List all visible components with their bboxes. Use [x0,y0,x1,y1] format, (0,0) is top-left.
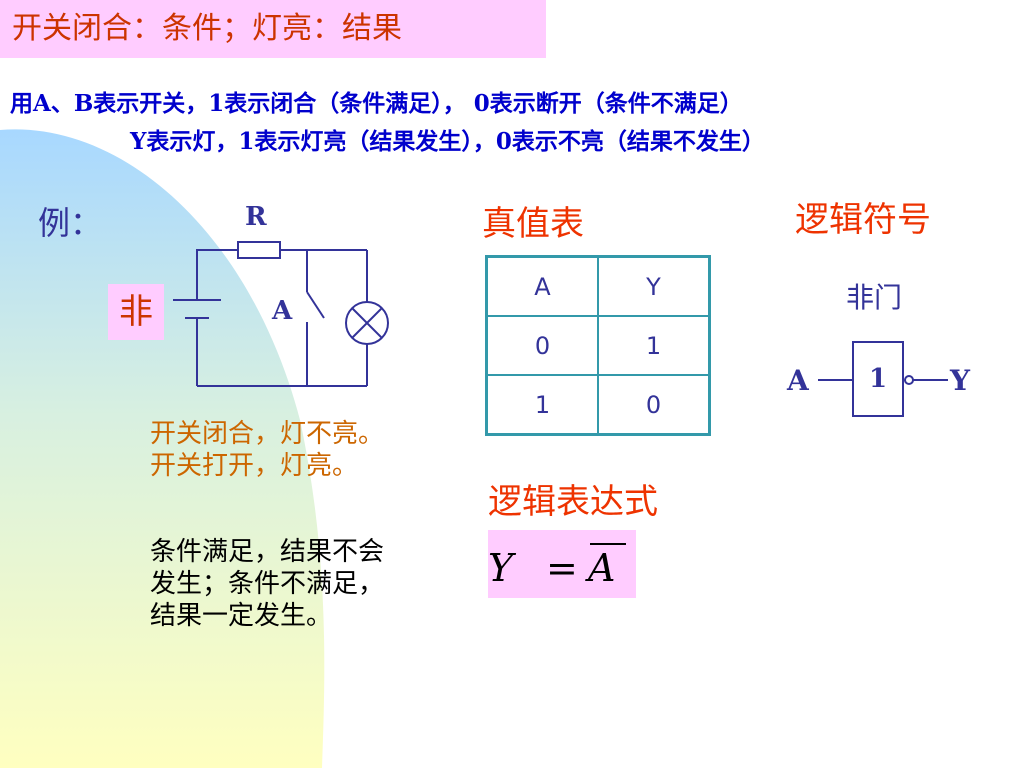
table-cell: 1 [485,374,599,436]
truth-table-header-row: A Y [485,255,711,317]
gate-inversion-bubble [904,375,914,385]
expression-equals: = [546,546,578,590]
intro-line-2: Y表示灯，1表示灯亮（结果发生），0表示不亮（结果不发生） [130,128,765,155]
switch-label: A [272,296,293,326]
resistor-symbol [237,241,281,259]
truth-table-header-y: Y [597,255,711,317]
gate-input-label: A [787,364,809,397]
switch-blade [306,291,325,319]
truth-table: A Y 0 1 1 0 [485,255,711,436]
not-badge: 非 [108,284,164,340]
description-part-1: 开关闭合，灯不亮。开关打开，灯亮。 [150,419,385,481]
expression-overbar [590,543,626,545]
expression-lhs: Y [488,546,514,590]
table-row: 0 1 [485,315,711,376]
description-part-2: 条件满足，结果不会发生；条件不满足，结果一定发生。 [150,537,385,631]
gate-name: 非门 [846,281,903,314]
circuit-wire-top-left [196,249,238,300]
expression-rhs: A [588,546,616,590]
expression-box [488,530,636,598]
page-title: 开关闭合：条件；灯亮：结果 [0,0,546,58]
table-row: 1 0 [485,374,711,436]
resistor-label: R [245,202,267,232]
lamp-cross-2 [351,307,383,339]
table-cell: 0 [485,315,599,376]
gate-output-label: Y [950,364,970,397]
logic-symbol-title: 逻辑符号 [795,200,931,240]
table-cell: 1 [597,315,711,376]
table-cell: 0 [597,374,711,436]
truth-table-title: 真值表 [482,204,584,244]
example-label: 例： [38,204,103,242]
not-gate-box: 1 [852,341,904,417]
intro-line-1: 用A、B表示开关，1表示闭合（条件满足）， 0表示断开（条件不满足） [10,90,743,117]
truth-table-header-a: A [485,255,599,317]
expression-title: 逻辑表达式 [488,482,658,522]
